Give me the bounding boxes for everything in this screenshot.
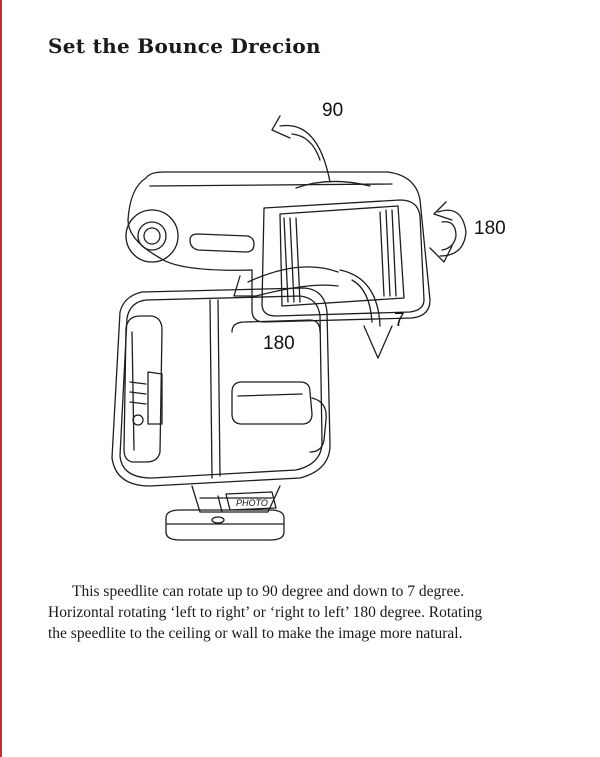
label-7: 7 xyxy=(394,310,405,331)
hot-shoe-foot xyxy=(165,485,285,541)
rotate-left-arrow xyxy=(233,266,339,297)
head-release-dial xyxy=(125,209,179,263)
label-180-right: 180 xyxy=(474,218,506,239)
label-90: 90 xyxy=(322,100,343,121)
logo-badge xyxy=(225,491,277,511)
label-180-left: 180 xyxy=(263,333,295,354)
front-window xyxy=(231,381,313,425)
side-grip xyxy=(309,397,327,453)
description: This speedlite can rotate up to 90 degre… xyxy=(48,581,568,644)
logo-text: PHOTO xyxy=(236,498,268,508)
speedlite-bounce-diagram: 90 180 180 7 PHOTO xyxy=(111,100,506,541)
flash-head xyxy=(127,171,431,323)
page-edge-rule xyxy=(0,0,2,757)
page-title: Set the Bounce Drecion xyxy=(48,34,321,58)
flash-body xyxy=(111,287,331,487)
rotate-up-arrow xyxy=(271,115,331,183)
description-line: the speedlite to the ceiling or wall to … xyxy=(48,625,463,642)
description-line: Horizontal rotating ‘left to right’ or ‘… xyxy=(48,604,483,621)
head-side-slot xyxy=(189,233,255,253)
rotate-right-arrow xyxy=(429,201,467,263)
description-line: This speedlite can rotate up to 90 degre… xyxy=(72,583,465,600)
rotate-down-arrow xyxy=(339,269,393,359)
battery-door xyxy=(123,315,163,463)
